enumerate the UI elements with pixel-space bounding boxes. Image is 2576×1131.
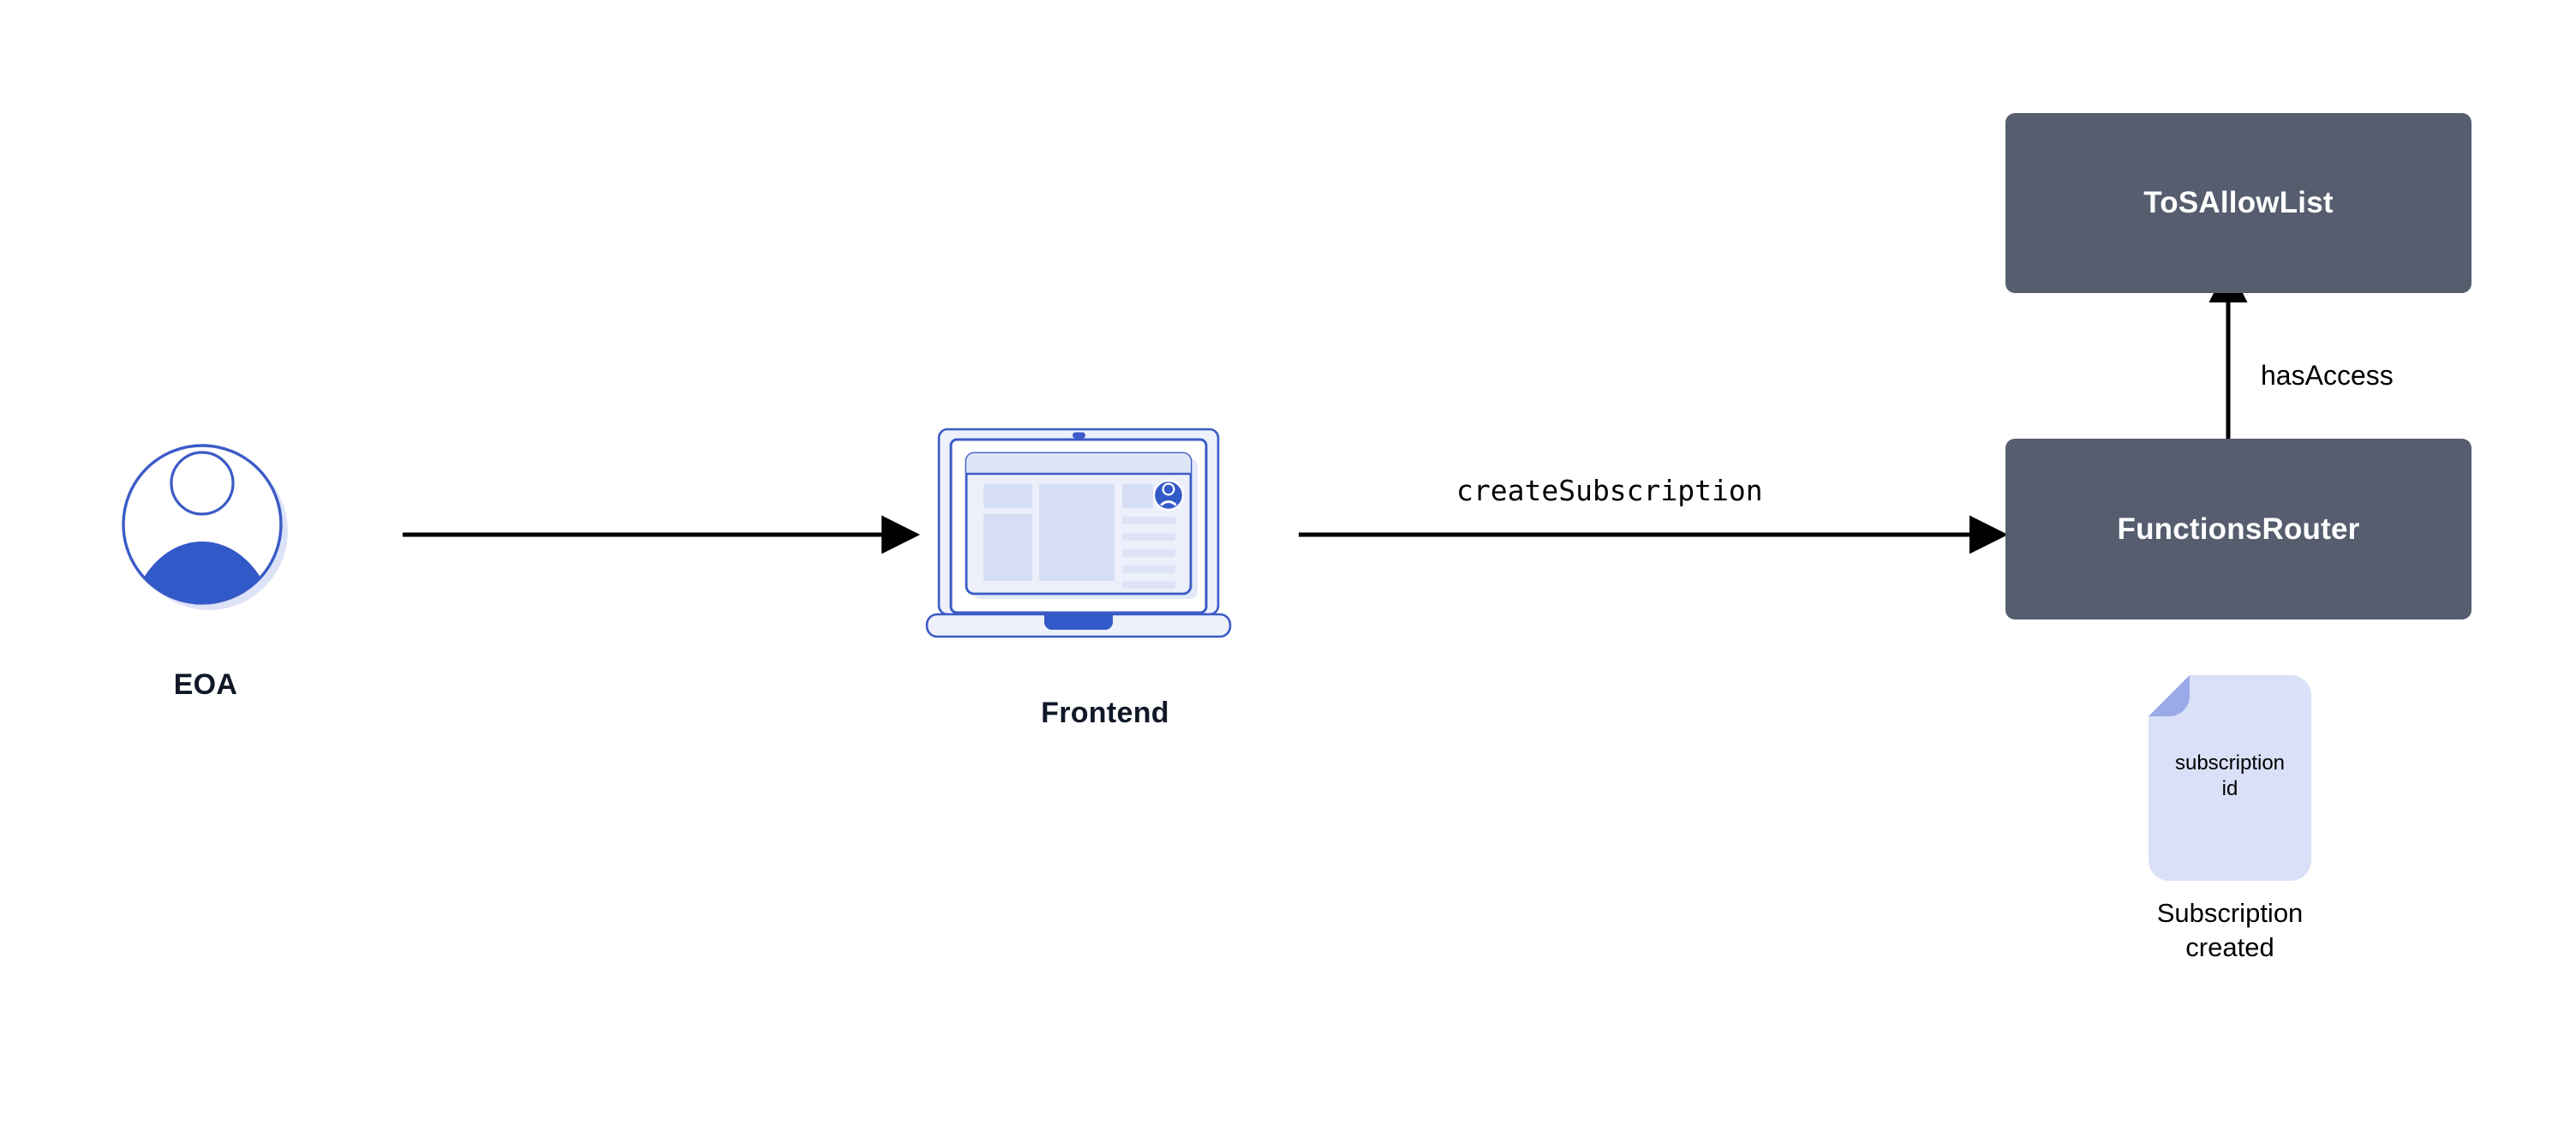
document-caption-line-2: created — [2185, 932, 2274, 962]
edge-label-has-access: hasAccess — [2261, 360, 2394, 391]
document-caption: Subscription created — [2097, 896, 2363, 965]
laptop-icon — [925, 428, 1232, 638]
document-inner-line-2: id — [2221, 777, 2238, 800]
document-caption-line-1: Subscription — [2156, 898, 2304, 928]
node-eoa: EOA — [120, 411, 308, 771]
node-frontend: Frontend — [925, 424, 1294, 784]
node-subscription-document: subscription id Subscription created — [2149, 675, 2406, 962]
user-avatar-icon — [122, 444, 288, 610]
edge-label-create-subscription: createSubscription — [1456, 474, 1763, 507]
screen-avatar-icon — [1152, 479, 1185, 512]
tos-allow-list-label: ToSAllowList — [2143, 186, 2334, 219]
document-inner-line-1: subscription — [2174, 751, 2286, 775]
eoa-label: EOA — [173, 668, 238, 701]
node-functions-router[interactable]: FunctionsRouter — [2005, 439, 2471, 619]
functions-router-label: FunctionsRouter — [2117, 512, 2360, 546]
document-inner-text: subscription id — [2149, 751, 2311, 802]
document-icon — [2149, 675, 2311, 881]
frontend-label: Frontend — [1041, 697, 1169, 729]
node-tos-allow-list[interactable]: ToSAllowList — [2005, 113, 2471, 293]
